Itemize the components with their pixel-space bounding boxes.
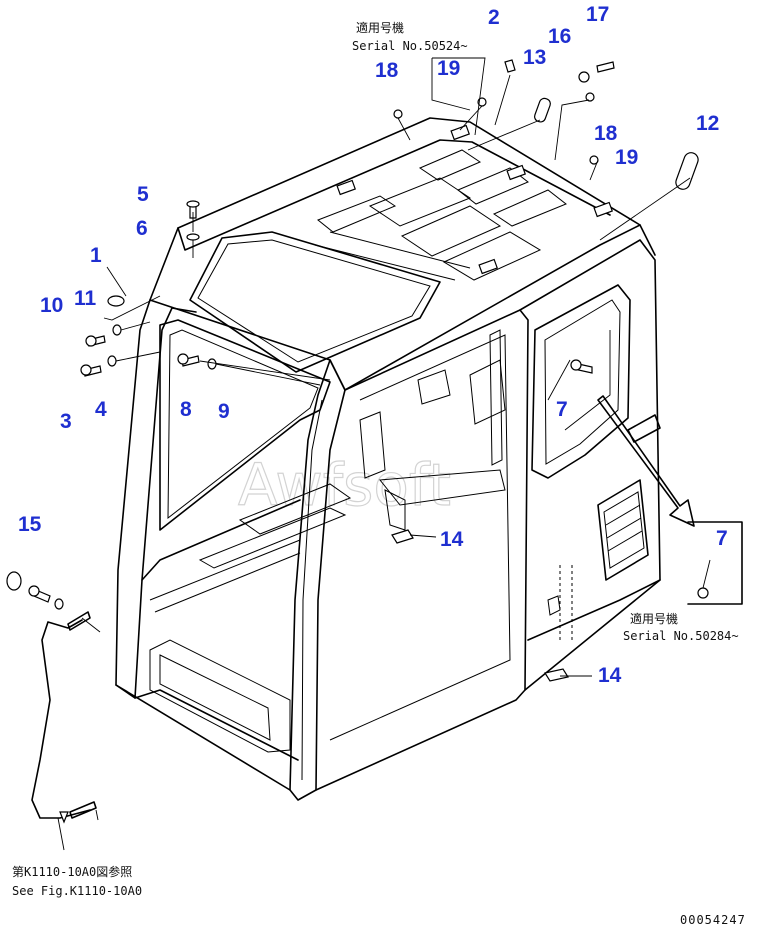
seal-part-12 xyxy=(675,152,699,190)
callout-9: 9 xyxy=(218,400,230,423)
washer-part-16 xyxy=(578,71,590,83)
callout-18-rear: 18 xyxy=(594,122,618,145)
callout-8: 8 xyxy=(180,398,192,421)
callout-12: 12 xyxy=(696,112,719,135)
washer-part-11 xyxy=(112,324,122,336)
pad-part-14a xyxy=(391,529,414,544)
serial-note-right-jp: 適用号機 xyxy=(630,611,678,626)
text-notes: 適用号機 Serial No.50524~ 適用号機 Serial No.502… xyxy=(12,20,746,927)
nut-part-18b xyxy=(585,92,595,102)
serial-note-right-en: Serial No.50284~ xyxy=(623,629,739,643)
wire-harness xyxy=(31,619,91,819)
detail-arrow xyxy=(597,395,695,527)
bolt-part-17 xyxy=(596,61,615,73)
callout-17: 17 xyxy=(586,3,609,26)
callout-7-side: 7 xyxy=(556,398,568,421)
reference-note-en: See Fig.K1110-10A0 xyxy=(12,884,142,898)
callout-6: 6 xyxy=(136,217,148,240)
callout-11: 11 xyxy=(74,287,97,310)
callout-3: 3 xyxy=(60,410,72,433)
callout-2: 2 xyxy=(488,6,500,29)
callout-5: 5 xyxy=(137,183,149,206)
callout-4: 4 xyxy=(95,398,107,421)
callout-19-rear: 19 xyxy=(615,146,638,169)
washer-part-6 xyxy=(186,233,200,241)
callout-7-detail: 7 xyxy=(716,527,728,550)
callout-10: 10 xyxy=(40,294,63,317)
washer-part-9 xyxy=(207,358,217,370)
serial-note-top-jp: 適用号機 xyxy=(356,20,404,35)
callout-numbers: 1 2 3 4 5 6 7 7 8 9 10 11 12 13 14 14 15… xyxy=(18,3,728,687)
exploded-parts xyxy=(6,59,709,682)
callout-13: 13 xyxy=(523,46,546,69)
nut-part-18a xyxy=(393,109,403,119)
drawing-number: 00054247 xyxy=(680,913,746,927)
pad-part-14b xyxy=(544,668,569,682)
callout-18-roof: 18 xyxy=(375,59,399,82)
seal-part-13 xyxy=(534,97,551,123)
pin-part-2 xyxy=(504,59,516,73)
serial-note-top-en: Serial No.50524~ xyxy=(352,39,468,53)
watermark: Awfsoft xyxy=(238,451,451,519)
leader-lines xyxy=(81,57,691,821)
callout-15: 15 xyxy=(18,513,42,536)
cap-part-15 xyxy=(6,571,22,591)
callout-14-door: 14 xyxy=(598,664,622,687)
bolt-part-7b xyxy=(697,587,709,599)
callout-14-floor: 14 xyxy=(440,528,464,551)
washer-part-4 xyxy=(107,355,117,367)
detail-box xyxy=(687,521,743,605)
callout-19-roof: 19 xyxy=(437,57,460,80)
callout-1: 1 xyxy=(90,244,102,267)
callout-16: 16 xyxy=(548,25,571,48)
reference-note-jp: 第K1110-10A0図参照 xyxy=(12,864,132,879)
cab-body xyxy=(115,117,661,801)
plug-part-1 xyxy=(107,295,125,307)
